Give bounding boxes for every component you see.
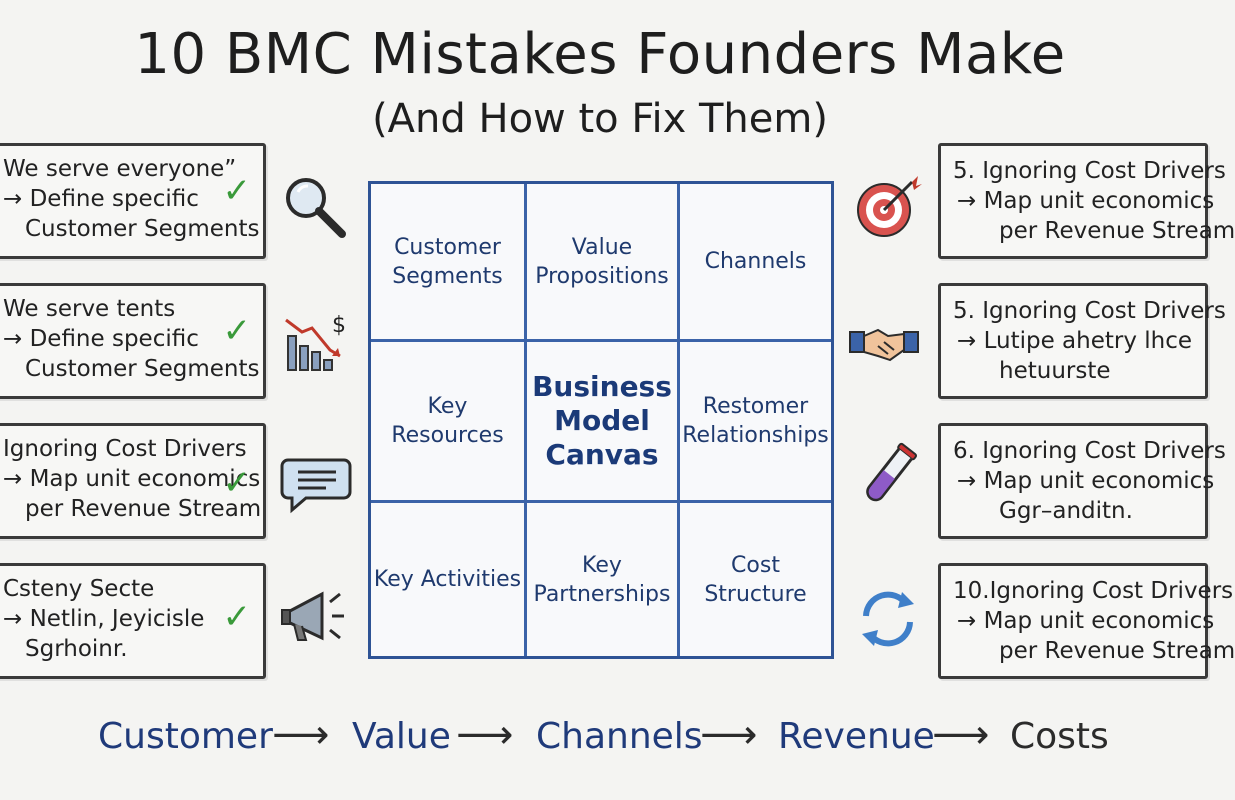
- page-title: 10 BMC Mistakes Founders Make: [134, 22, 1066, 87]
- flow-step-value: Value: [352, 716, 451, 757]
- fix-text: → Netlin, Jeyicisle: [3, 606, 205, 632]
- flow-step-customer: Customer: [98, 716, 273, 757]
- fix-text-cont: per Revenue Stream: [25, 496, 262, 522]
- right-mistake-card-3: 6. Ignoring Cost Drivers → Map unit econ…: [938, 423, 1226, 539]
- mistake-text: Ignoring Cost Drivers: [3, 436, 247, 462]
- arrow-right-icon: ⟶: [272, 712, 330, 758]
- test-tube-icon: [866, 442, 918, 502]
- flow-step-revenue: Revenue: [778, 716, 935, 757]
- cell-key-activities: Key Activities: [373, 567, 522, 592]
- target-dart-icon: [857, 176, 922, 237]
- speech-bubble-icon: [280, 458, 352, 514]
- fix-text: → Define specific: [3, 186, 199, 212]
- value-flow: Customer ⟶ Value ⟶ Channels ⟶ Revenue ⟶ …: [0, 712, 1200, 772]
- grid-line: [677, 184, 680, 656]
- arrow-right-icon: ⟶: [456, 712, 514, 758]
- flow-step-costs: Costs: [1010, 716, 1109, 757]
- checkmark-icon: ✓: [222, 171, 252, 211]
- right-mistake-card-2: 5. Ignoring Cost Drivers → Lutipe ahetry…: [938, 283, 1226, 399]
- mistake-text: Csteny Secte: [3, 576, 155, 602]
- left-mistake-card-3: Ignoring Cost Drivers → Map unit economi…: [0, 423, 266, 539]
- left-mistake-card-1: We serve everyone” → Define specific Cus…: [0, 143, 266, 259]
- cycle-arrows-icon: [862, 591, 914, 647]
- right-mistake-card-4: 10.Ignoring Cost Drivers → Map unit econ…: [938, 563, 1235, 679]
- handshake-icon: [849, 328, 919, 362]
- mistake-text: 6. Ignoring Cost Drivers: [953, 438, 1226, 464]
- left-mistake-card-2: We serve tents → Define specific Custome…: [0, 283, 266, 399]
- fix-text: → Lutipe ahetry lhce: [957, 328, 1193, 354]
- fix-text-cont: per Revenue Stream: [999, 218, 1235, 244]
- fix-text-cont: Customer Segments: [25, 216, 260, 242]
- fix-text: → Define specific: [3, 326, 199, 352]
- fix-text-cont: Sgrhoinr.: [25, 636, 128, 662]
- checkmark-icon: ✓: [222, 311, 252, 351]
- cell-customer-relationships: Restomer Relationships: [682, 394, 829, 448]
- mistake-text: 5. Ignoring Cost Drivers: [953, 298, 1226, 324]
- svg-text:$: $: [332, 313, 346, 338]
- cell-cost-structure: Cost Structure: [704, 552, 807, 607]
- flow-step-channels: Channels: [536, 716, 703, 757]
- fix-text-cont: Ggr–anditn.: [999, 498, 1133, 524]
- arrow-right-icon: ⟶: [932, 712, 990, 758]
- cell-key-partnerships: Key Partnerships: [533, 552, 671, 607]
- checkmark-icon: ✓: [222, 597, 252, 637]
- fix-text: → Map unit economics: [957, 468, 1215, 494]
- page-subtitle: (And How to Fix Them): [372, 96, 828, 142]
- cell-value-propositions: Value Propositions: [535, 234, 669, 289]
- grid-line: [371, 339, 831, 342]
- left-mistake-card-4: Csteny Secte → Netlin, Jeyicisle Sgrhoin…: [0, 563, 266, 679]
- business-model-canvas: Customer Segments Value Propositions Cha…: [368, 181, 834, 659]
- fix-text-cont: Customer Segments: [25, 356, 260, 382]
- fix-text: → Map unit economics: [957, 188, 1215, 214]
- grid-line: [371, 500, 831, 503]
- fix-text: → Map unit economics: [3, 466, 261, 492]
- cell-channels: Channels: [704, 249, 807, 274]
- right-mistake-card-1: 5. Ignoring Cost Drivers → Map unit econ…: [938, 143, 1235, 259]
- mistake-text: We serve everyone”: [3, 156, 237, 182]
- fix-text: → Map unit economics: [957, 608, 1215, 634]
- checkmark-icon: ✓: [222, 463, 252, 503]
- arrow-right-icon: ⟶: [700, 712, 758, 758]
- falling-chart-dollar-icon: $: [285, 313, 346, 371]
- cell-customer-segments: Customer Segments: [392, 234, 503, 289]
- mistake-text: 10.Ignoring Cost Drivers: [953, 578, 1234, 604]
- cell-key-resources: Key Resources: [391, 394, 504, 448]
- cell-canvas-title: Business Model Canvas: [532, 370, 672, 471]
- mistake-text: 5. Ignoring Cost Drivers: [953, 158, 1226, 184]
- mistake-text: We serve tents: [3, 296, 176, 322]
- fix-text-cont: per Revenue Stream: [999, 638, 1235, 664]
- magnifier-icon: [286, 178, 346, 238]
- grid-line: [524, 184, 527, 656]
- megaphone-icon: [281, 591, 344, 641]
- fix-text-cont: hetuurste: [999, 358, 1111, 384]
